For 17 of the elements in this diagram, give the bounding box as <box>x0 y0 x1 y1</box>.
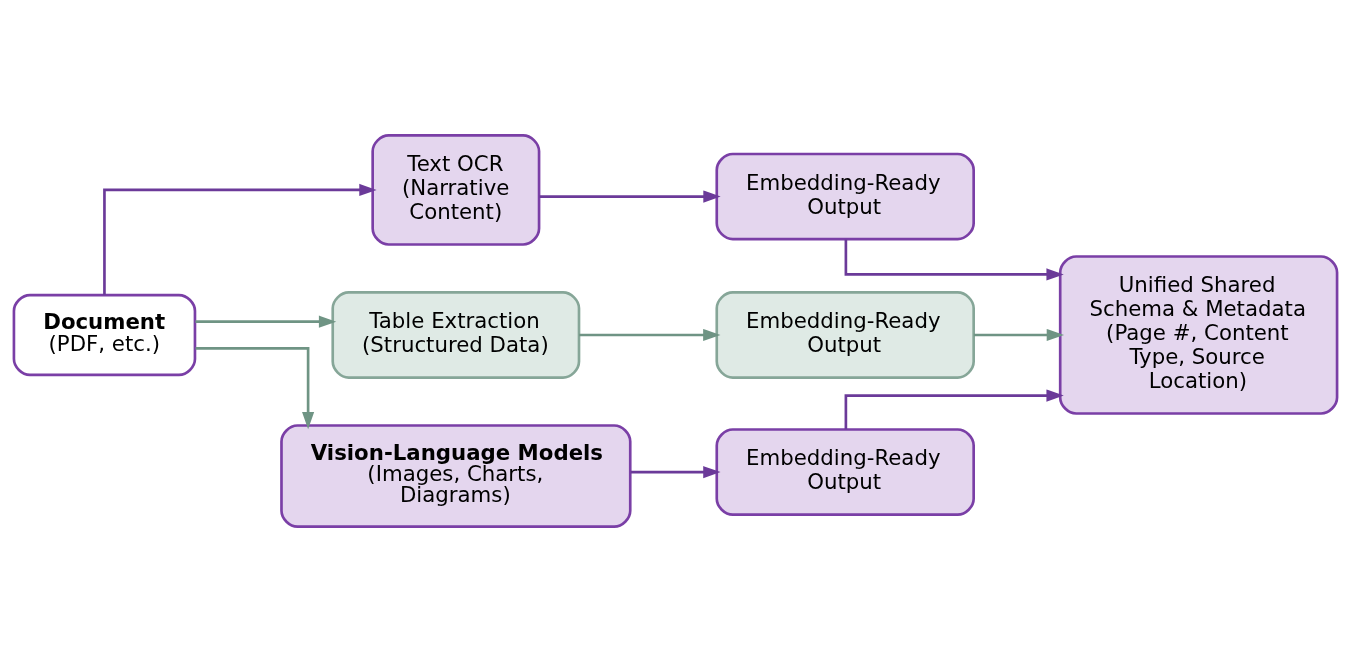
arrow <box>844 389 1064 429</box>
node-box: Unified Shared Schema & Metadata (Page #, Content Type, Source Location) <box>1058 254 1339 415</box>
arrow <box>973 328 1065 341</box>
arrow <box>103 183 377 295</box>
arrow <box>579 328 721 341</box>
arrow <box>844 239 1064 280</box>
node-box: Text OCR (Narrative Content) <box>371 133 541 246</box>
arrow <box>195 346 315 429</box>
node-box: Vision-Language Models (Images, Charts, Diagrams) <box>280 423 632 528</box>
node-box: Table Extraction (Structured Data) <box>331 290 581 379</box>
node-box: Embedding-Ready Output <box>715 427 975 516</box>
node-box: Embedding-Ready Output <box>715 290 975 379</box>
node-box: Document (PDF, etc.) <box>12 293 197 376</box>
arrow <box>539 190 721 203</box>
node-box: Embedding-Ready Output <box>715 152 975 240</box>
arrow <box>195 315 337 328</box>
arrow <box>630 465 721 478</box>
